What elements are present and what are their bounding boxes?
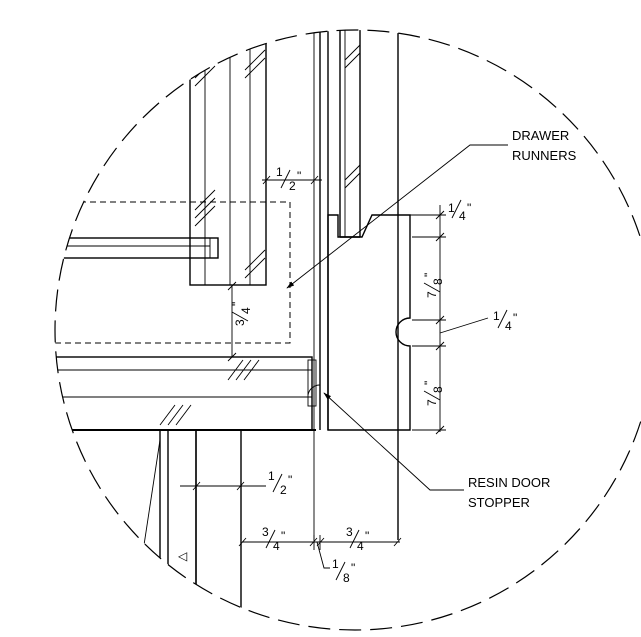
svg-text:1: 1 xyxy=(448,201,455,215)
carcass-shelf xyxy=(55,356,321,431)
svg-text:STOPPER: STOPPER xyxy=(468,495,530,510)
svg-text:4: 4 xyxy=(505,319,512,333)
svg-text:1: 1 xyxy=(332,557,339,571)
svg-text:2: 2 xyxy=(289,179,296,193)
svg-text:1: 1 xyxy=(268,469,275,483)
svg-text:": " xyxy=(467,201,471,215)
svg-text:": " xyxy=(230,302,244,306)
dim-lower-segment: 7 8 " xyxy=(422,381,445,406)
svg-text:RESIN DOOR: RESIN DOOR xyxy=(468,475,550,490)
lower-partition: ◁ △ xyxy=(129,429,242,630)
svg-text:": " xyxy=(351,561,355,575)
svg-text:1: 1 xyxy=(276,165,283,179)
svg-text:": " xyxy=(288,473,292,487)
dim-drawer-bottom-gap: 3 4 " xyxy=(227,281,253,362)
svg-text:4: 4 xyxy=(273,539,280,553)
dim-top-gap: 1 2 " xyxy=(262,165,322,193)
svg-text:8: 8 xyxy=(343,571,350,585)
svg-text:4: 4 xyxy=(459,209,466,223)
drawer-runner-outline xyxy=(55,201,291,344)
svg-text:": " xyxy=(422,381,436,385)
svg-text:": " xyxy=(281,529,285,543)
drawer-side-panel xyxy=(189,30,267,286)
svg-text:": " xyxy=(422,273,436,277)
svg-text:": " xyxy=(297,169,301,183)
svg-text:8: 8 xyxy=(431,386,445,393)
dim-upper-segment: 7 8 " xyxy=(422,273,445,298)
svg-text:7: 7 xyxy=(425,291,439,298)
svg-text:△: △ xyxy=(173,584,183,598)
dim-top-reveal: 1 4 " xyxy=(448,199,471,223)
svg-text:3: 3 xyxy=(346,525,353,539)
svg-text:7: 7 xyxy=(425,399,439,406)
drawer-bottom-board xyxy=(55,237,219,259)
svg-text:RUNNERS: RUNNERS xyxy=(512,148,577,163)
svg-text:DRAWER: DRAWER xyxy=(512,128,569,143)
callout-resin-door-stopper: RESIN DOOR STOPPER xyxy=(323,392,550,510)
dim-panel-face: 1 2 " xyxy=(180,469,292,497)
svg-text:4: 4 xyxy=(239,307,253,314)
dim-bottom-string: 3 4 " 3 4 " 1 8 " xyxy=(238,525,402,585)
svg-text:3: 3 xyxy=(233,319,247,326)
svg-text:1: 1 xyxy=(493,309,500,323)
svg-text:4: 4 xyxy=(357,539,364,553)
dim-right-string xyxy=(380,205,446,435)
svg-text:◁: ◁ xyxy=(178,549,188,563)
callout-drawer-runners: DRAWER RUNNERS xyxy=(286,128,577,289)
detail-boundary-circle xyxy=(54,29,641,631)
svg-text:": " xyxy=(513,311,517,325)
svg-text:": " xyxy=(365,529,369,543)
svg-text:8: 8 xyxy=(431,278,445,285)
svg-text:2: 2 xyxy=(280,483,287,497)
svg-text:3: 3 xyxy=(262,525,269,539)
dim-groove: 1 4 " xyxy=(439,309,517,334)
